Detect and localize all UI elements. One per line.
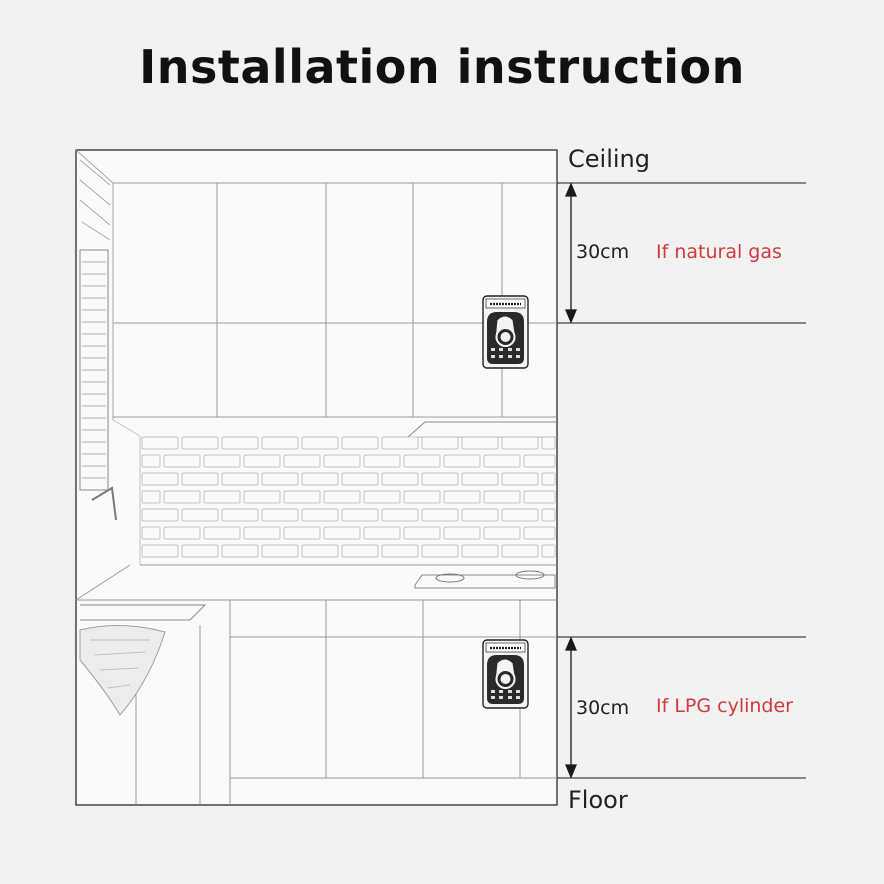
- brick: [483, 490, 521, 504]
- lpg-distance: 30cm: [576, 697, 630, 719]
- floor-label: Floor: [568, 786, 628, 814]
- brick: [221, 436, 259, 450]
- brick: [461, 472, 499, 486]
- brick: [301, 472, 339, 486]
- brick: [221, 508, 259, 522]
- brick: [363, 526, 401, 540]
- brick: [181, 436, 219, 450]
- brick: [403, 454, 441, 468]
- brick: [141, 454, 161, 468]
- brick: [381, 544, 419, 558]
- brick: [341, 436, 379, 450]
- brick: [461, 544, 499, 558]
- natural-gas-note: If natural gas: [656, 241, 782, 263]
- brick: [301, 544, 339, 558]
- brick: [163, 490, 201, 504]
- brick: [541, 436, 556, 450]
- brick: [501, 436, 539, 450]
- brick: [163, 454, 201, 468]
- brick: [443, 526, 481, 540]
- brick: [523, 490, 556, 504]
- brick: [381, 472, 419, 486]
- backsplash: [112, 419, 556, 565]
- brick: [243, 454, 281, 468]
- brick: [443, 454, 481, 468]
- brick: [301, 508, 339, 522]
- brick: [421, 436, 459, 450]
- brick: [403, 490, 441, 504]
- brick: [261, 544, 299, 558]
- countertop: [75, 564, 557, 621]
- brick: [501, 508, 539, 522]
- brick: [523, 454, 556, 468]
- brick: [461, 508, 499, 522]
- brick: [341, 508, 379, 522]
- page-title: Installation instruction: [139, 40, 745, 94]
- brick: [421, 508, 459, 522]
- brick: [221, 472, 259, 486]
- lower-cabinets: [79, 600, 557, 805]
- reference-lines: [557, 182, 806, 779]
- brick: [283, 526, 321, 540]
- brick: [341, 544, 379, 558]
- brick: [181, 544, 219, 558]
- brick: [283, 454, 321, 468]
- brick: [501, 472, 539, 486]
- brick: [323, 490, 361, 504]
- brick: [421, 544, 459, 558]
- brick: [541, 508, 556, 522]
- brick: [283, 490, 321, 504]
- brick: [141, 544, 179, 558]
- side-wall: [75, 149, 117, 521]
- brick: [483, 526, 521, 540]
- brick: [323, 454, 361, 468]
- brick: [483, 454, 521, 468]
- brick: [221, 544, 259, 558]
- gas-detector-icon: [482, 295, 529, 369]
- brick: [541, 544, 556, 558]
- brick: [243, 526, 281, 540]
- brick: [141, 526, 161, 540]
- brick: [301, 436, 339, 450]
- brick: [363, 454, 401, 468]
- brick: [421, 472, 459, 486]
- gas-detector-icon: [482, 639, 529, 709]
- arrow-double-vertical-icon: [565, 636, 577, 779]
- brick: [181, 472, 219, 486]
- brick: [541, 472, 556, 486]
- brick: [261, 508, 299, 522]
- brick: [443, 490, 481, 504]
- brick: [163, 526, 201, 540]
- brick: [261, 472, 299, 486]
- brick: [381, 508, 419, 522]
- brick: [141, 508, 179, 522]
- brick: [203, 454, 241, 468]
- brick: [203, 490, 241, 504]
- arrow-double-vertical-icon: [565, 182, 577, 324]
- brick: [403, 526, 441, 540]
- brick: [461, 436, 499, 450]
- lpg-note: If LPG cylinder: [656, 695, 793, 717]
- brick: [261, 436, 299, 450]
- brick: [141, 436, 179, 450]
- brick: [141, 472, 179, 486]
- brick: [363, 490, 401, 504]
- brick: [243, 490, 281, 504]
- kitchen-frame: [75, 149, 558, 806]
- brick: [381, 436, 419, 450]
- brick: [501, 544, 539, 558]
- brick: [181, 508, 219, 522]
- brick: [341, 472, 379, 486]
- ceiling-label: Ceiling: [568, 145, 650, 173]
- brick: [141, 490, 161, 504]
- natural-gas-distance: 30cm: [576, 241, 630, 263]
- brick: [523, 526, 556, 540]
- brick: [323, 526, 361, 540]
- brick: [203, 526, 241, 540]
